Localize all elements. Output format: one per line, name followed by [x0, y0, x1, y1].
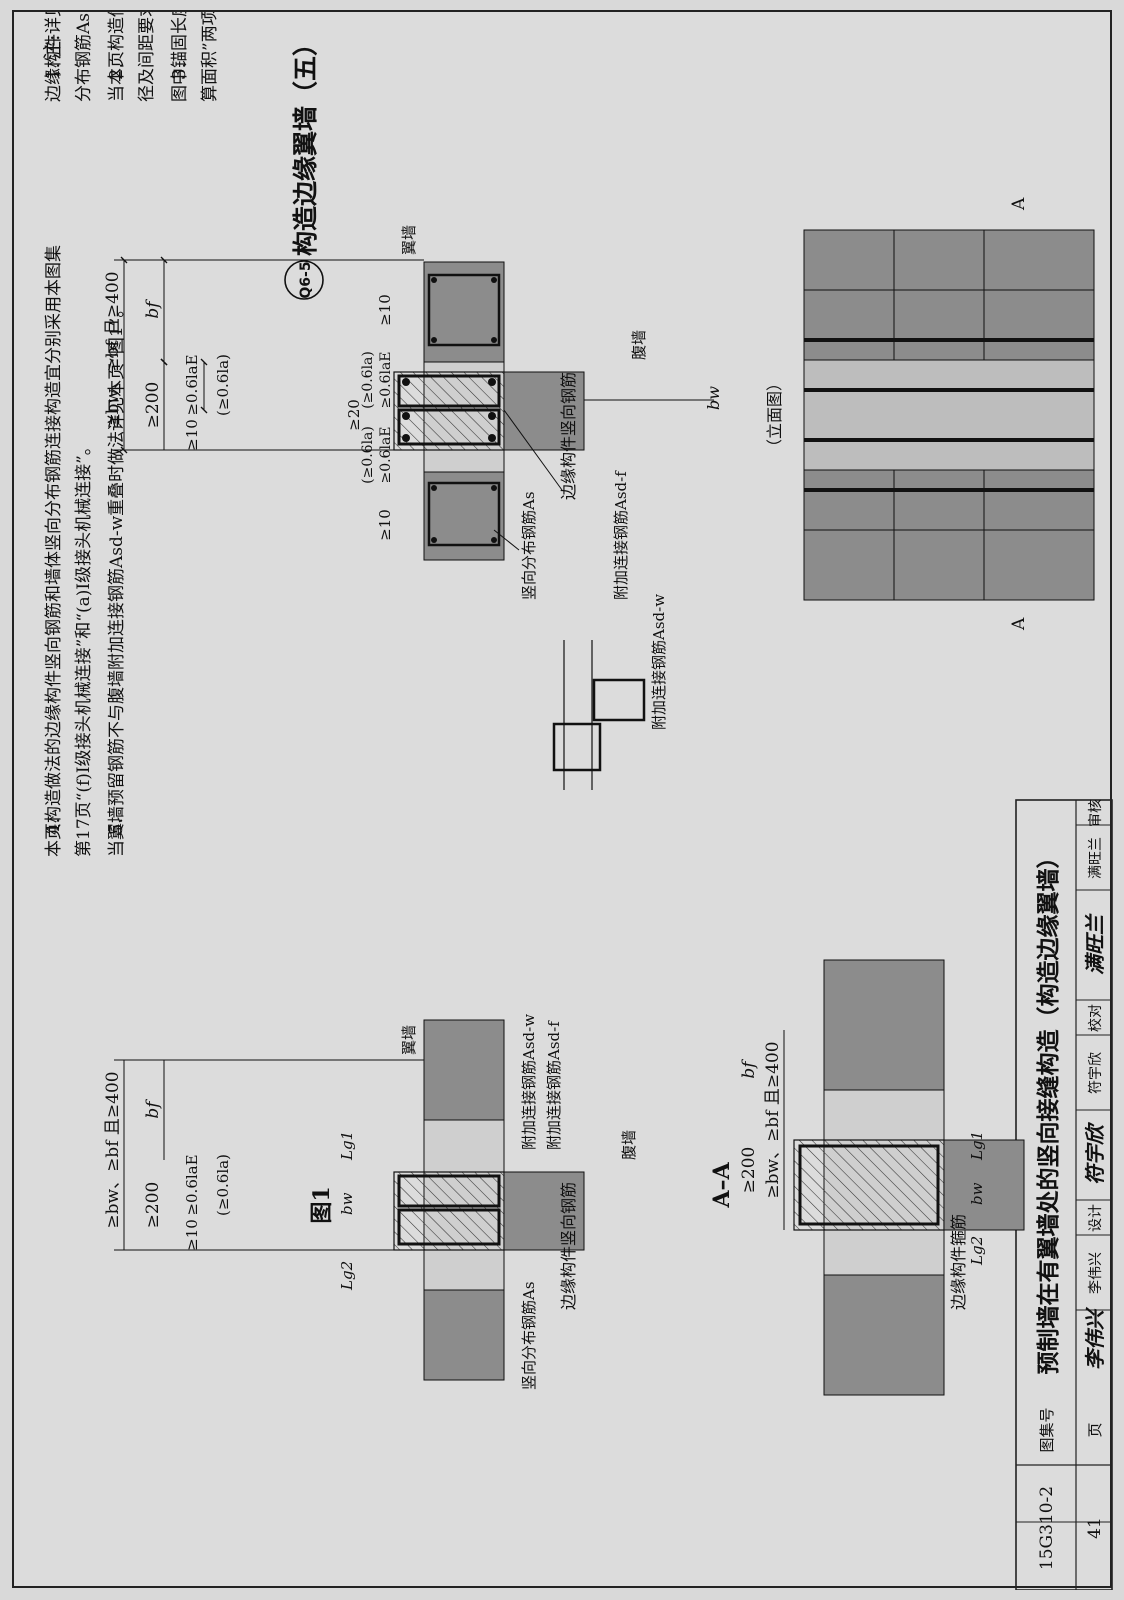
- web-wall-label: 腹墙: [630, 330, 648, 360]
- note-2-line-1: 当本页构造做法的附加连接钢筋Asd-w同时符合水平分布钢筋和构造边缘构件箍筋直: [107, 12, 127, 102]
- dim-ge10-right: ≥10: [376, 509, 394, 541]
- design-signature: 李伟兴: [1083, 1306, 1107, 1370]
- note-4-line-2: 第17页“(f)Ⅰ级接头机械连接”和“(a)Ⅰ级接头机械连接”。: [74, 438, 94, 857]
- dim-ge200: ≥200: [143, 382, 163, 429]
- fig1-dim-ge10: ≥10: [183, 1219, 201, 1251]
- figure-1: ≥bw、≥bf 且≥400 bf ≥200 ≥0.6laE (≥0.6la) ≥…: [103, 1014, 638, 1390]
- dim-ge20: ≥20: [345, 399, 363, 431]
- note-3: 3. 图中锚固长度laE(la)不应计入“锚固区保护层厚度”和“实际配筋面积大于…: [169, 0, 220, 102]
- note-4-num: 4.: [43, 818, 64, 835]
- add-conn-f-label: 附加连接钢筋Asd-f: [612, 470, 630, 600]
- aa-lg1: Lg1: [968, 1131, 986, 1161]
- title-block-title: 预制墙在有翼墙处的竖向接缝构造（构造边缘翼墙）: [1035, 846, 1062, 1375]
- fig1-add-conn-f: 附加连接钢筋Asd-f: [545, 1020, 563, 1150]
- fig1-dim-bf: bf: [143, 1099, 163, 1119]
- fig1-dim-lae: ≥0.6laE: [183, 1154, 201, 1215]
- check-signature: 符宇欣: [1083, 1121, 1107, 1185]
- fig1-lg1: Lg1: [338, 1131, 356, 1161]
- dim-ge10-top: ≥10: [183, 419, 201, 451]
- note-1-line-2: 分布钢筋As由设计标注。: [74, 12, 94, 102]
- note-5-num: 5.: [106, 818, 127, 835]
- review-signature: 满旺兰: [1083, 913, 1107, 975]
- fig1-boundary-vertical: 边缘构件竖向钢筋: [559, 1182, 578, 1310]
- aa-boundary-stirrup: 边缘构件箍筋: [949, 1214, 968, 1310]
- aa-dim-ge200: ≥200: [739, 1147, 759, 1194]
- fig1-lg2: Lg2: [338, 1261, 356, 1291]
- notes-block: 注: 1. 边缘构件详见具体设计。后浇段宽度Lg1、Lg2，附加连接钢筋Asd-…: [42, 0, 220, 857]
- note-4: 4. 本页构造做法的边缘构件竖向钢筋和墙体竖向分布钢筋连接构造宜分别采用本图集 …: [43, 245, 94, 857]
- design-label: 设计: [1088, 1204, 1104, 1232]
- cut-mark-top: A: [1009, 197, 1029, 211]
- page-label: 页: [1086, 1422, 1104, 1437]
- dim-bf: bf: [143, 299, 163, 319]
- check-name: 符宇欣: [1088, 1052, 1104, 1094]
- title-block: 预制墙在有翼墙处的竖向接缝构造（构造边缘翼墙） 图集号 15G310-2 页 4…: [1015, 799, 1113, 1591]
- flange-wall-label: 翼墙: [400, 225, 418, 255]
- dim-lae-top: ≥0.6laE: [183, 354, 201, 415]
- dim-la-right: (≥0.6la): [360, 426, 376, 484]
- fig1-flange-wall-label: 翼墙: [400, 1025, 418, 1055]
- aa-lg2: Lg2: [968, 1236, 986, 1266]
- dim-lae-left: ≥0.6laE: [378, 351, 394, 408]
- note-1-line-1: 边缘构件详见具体设计。后浇段宽度Lg1、Lg2，附加连接钢筋Asd-w、Asd-…: [44, 12, 64, 102]
- aa-dim-overall: ≥bw、≥bf 且≥400: [763, 1041, 783, 1198]
- note-3-line-2: 算面积”两项修正系数。: [200, 12, 220, 102]
- atlas-number: 15G310-2: [1037, 1486, 1057, 1570]
- aa-dim-bf: bf: [739, 1059, 759, 1079]
- review-name: 满旺兰: [1088, 837, 1104, 879]
- fig1-dim-la: (≥0.6la): [214, 1154, 232, 1216]
- note-4-line-1: 本页构造做法的边缘构件竖向钢筋和墙体竖向分布钢筋连接构造宜分别采用本图集: [44, 245, 64, 857]
- drawing-sheet: 注: 1. 边缘构件详见具体设计。后浇段宽度Lg1、Lg2，附加连接钢筋Asd-…: [12, 0, 1114, 1591]
- elevation-view: （立面图） A A: [765, 197, 1095, 631]
- dim-lae-right: ≥0.6laE: [378, 426, 394, 483]
- fig1-vertical-dist: 竖向分布钢筋As: [520, 1281, 538, 1390]
- note-2: 2. 当本页构造做法的附加连接钢筋Asd-w同时符合水平分布钢筋和构造边缘构件箍…: [106, 0, 157, 102]
- section-a-a: ≥bw、≥bf 且≥400 bf ≥200 Lg1 bw Lg2 A–A 边缘构…: [709, 959, 1025, 1396]
- detail-title-text: 构造边缘翼墙（五）: [291, 31, 320, 256]
- note-2-num: 2.: [106, 63, 127, 80]
- elevation-caption: （立面图）: [765, 375, 784, 455]
- detail-q6-5: Q6-5 构造边缘翼墙（五） ≥bw、≥: [103, 31, 723, 790]
- vertical-dist-label: 竖向分布钢筋As: [520, 491, 538, 600]
- note-1-num: 1.: [43, 63, 64, 80]
- design-name: 李伟兴: [1088, 1252, 1104, 1294]
- dim-overall: ≥bw、≥bf 且≥400: [103, 271, 123, 428]
- detail-code: Q6-5: [298, 261, 314, 298]
- atlas-label: 图集号: [1038, 1407, 1056, 1452]
- note-2-line-2: 径及间距要求时，可代替构造边缘构件箍筋。: [137, 12, 157, 102]
- note-3-line-1: 图中锚固长度laE(la)不应计入“锚固区保护层厚度”和“实际配筋面积大于设计计: [170, 12, 190, 102]
- rotated-content: 注: 1. 边缘构件详见具体设计。后浇段宽度Lg1、Lg2，附加连接钢筋Asd-…: [14, 0, 1114, 1591]
- notes-heading: 注:: [42, 35, 64, 60]
- fig1-web-wall-label: 腹墙: [620, 1130, 638, 1160]
- page-number: 41: [1085, 1517, 1105, 1539]
- dim-ge10-left: ≥10: [376, 294, 394, 326]
- figure-1-title: 图1: [309, 1186, 335, 1223]
- fig1-bw: bw: [338, 1192, 356, 1215]
- section-aa-title: A–A: [709, 1162, 735, 1209]
- check-label: 校对: [1087, 1004, 1104, 1032]
- detail-title: Q6-5 构造边缘翼墙（五）: [284, 31, 324, 300]
- note-1: 1. 边缘构件详见具体设计。后浇段宽度Lg1、Lg2，附加连接钢筋Asd-w、A…: [43, 0, 94, 102]
- dim-bw: bw: [704, 386, 723, 410]
- dim-la-left: (≥0.6la): [360, 351, 376, 409]
- fig1-dim-overall: ≥bw、≥bf 且≥400: [103, 1071, 123, 1228]
- aa-bw: bw: [968, 1182, 986, 1205]
- cut-mark-bottom: A: [1009, 617, 1029, 631]
- dim-la-top: (≥0.6la): [214, 354, 232, 416]
- boundary-vertical-label: 边缘构件竖向钢筋: [559, 372, 578, 500]
- add-conn-w-label: 附加连接钢筋Asd-w: [650, 594, 668, 730]
- review-label: 审核: [1088, 799, 1104, 827]
- drawing-canvas: 注: 1. 边缘构件详见具体设计。后浇段宽度Lg1、Lg2，附加连接钢筋Asd-…: [42, 0, 1113, 1591]
- connection-detail: [552, 640, 646, 790]
- note-3-num: 3.: [169, 63, 190, 80]
- fig1-add-conn-w: 附加连接钢筋Asd-w: [520, 1014, 538, 1150]
- fig1-dim-ge200: ≥200: [143, 1182, 163, 1229]
